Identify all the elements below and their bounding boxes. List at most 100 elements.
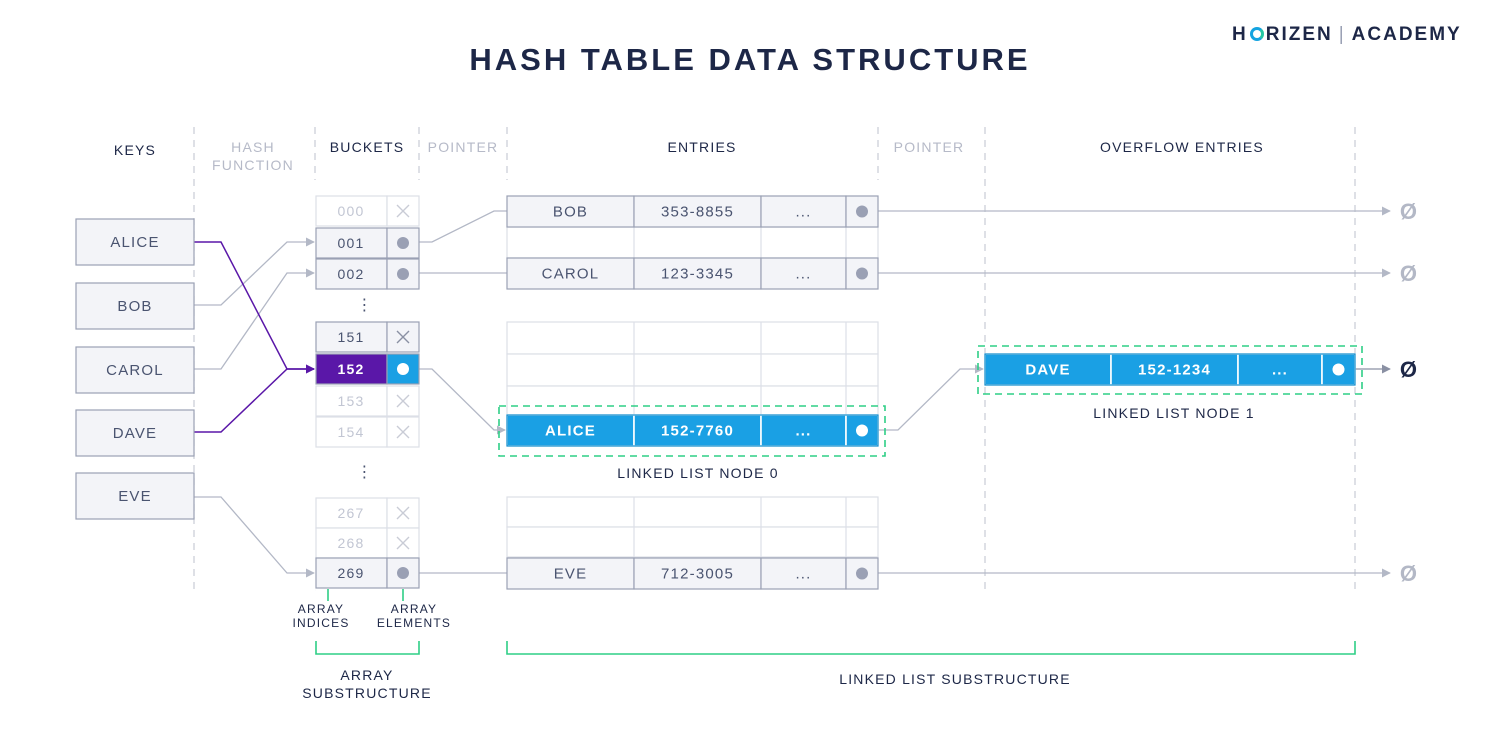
node0-label: LINKED LIST NODE 0 — [617, 465, 778, 481]
node0-outline — [498, 405, 886, 457]
empty-x-icon — [396, 425, 410, 439]
entry-row-phone: 353-8855 — [661, 204, 734, 221]
key-label: BOB — [117, 298, 152, 315]
empty-entry-row — [506, 226, 879, 259]
entry-row-more: ... — [795, 266, 811, 283]
pointer-dot-icon — [856, 267, 868, 280]
entry-row-cell — [506, 557, 635, 590]
bucket-index-label: 002 — [338, 266, 365, 282]
entry-row-name: CAROL — [542, 266, 600, 283]
brand-part-1: H — [1232, 24, 1248, 45]
entry-row-cell — [633, 195, 762, 228]
bucket-index-label: 001 — [338, 235, 365, 251]
null-icon: Ø — [1400, 357, 1418, 382]
array-sub-bracket — [315, 641, 420, 655]
bucket-index-label: 152 — [338, 361, 365, 377]
brand-part-2: RIZEN — [1265, 24, 1333, 45]
entry-row-cell — [506, 257, 635, 290]
bucket-index-label: 154 — [338, 424, 365, 440]
empty-entry-row — [506, 385, 879, 416]
bucket-index-label: 267 — [338, 505, 365, 521]
pointer-dot-icon — [397, 237, 409, 249]
bucket-index-cell — [315, 353, 388, 385]
overflow-row-phone: 152-1234 — [1138, 362, 1211, 379]
key-label: EVE — [118, 488, 152, 505]
linked-list-sub-bracket — [506, 641, 1356, 655]
bucket-index-cell — [315, 416, 388, 448]
pointer-dot-icon — [1332, 363, 1345, 376]
bucket-element-cell — [386, 385, 420, 417]
hash-line-dave — [194, 364, 315, 433]
header-overflow-entries: OVERFLOW ENTRIES — [1100, 139, 1264, 155]
entry-row-more: ... — [795, 204, 811, 221]
key-box — [75, 346, 195, 394]
entry-row-cell — [760, 414, 847, 447]
null-icon: Ø — [1400, 561, 1418, 586]
entry-row-phone: 152-7760 — [661, 423, 734, 440]
hash-line-carol — [194, 268, 315, 370]
brand-separator: | — [1338, 24, 1346, 45]
pointer-dot-icon — [856, 567, 868, 580]
hash-line-eve — [194, 496, 315, 578]
entry-row-phone: 123-3345 — [661, 266, 734, 283]
array-elements-label-1: ARRAY — [391, 602, 437, 616]
column-dividers — [193, 127, 1356, 590]
bucket-ellipsis: ⋮ — [356, 297, 373, 314]
bucket-index-label: 269 — [338, 565, 365, 581]
entry-row-cell — [760, 557, 847, 590]
entry-row-cell — [506, 195, 635, 228]
bucket-index-label: 268 — [338, 535, 365, 551]
entry-row-cell — [760, 257, 847, 290]
empty-x-icon — [396, 506, 410, 520]
entry-row-outline — [506, 414, 879, 447]
bucket-index-cell — [315, 385, 388, 417]
key-box — [75, 282, 195, 330]
bucket-ellipsis: ⋮ — [356, 464, 373, 481]
bucket-index-label: 153 — [338, 393, 365, 409]
header-hash-function-line1: HASH — [231, 139, 275, 155]
pointer-dot-icon — [397, 268, 409, 280]
brand-o-icon — [1249, 27, 1264, 41]
overflow-line-alice — [861, 364, 984, 431]
empty-entry-row — [506, 321, 879, 355]
hash-line-bob — [194, 237, 315, 306]
bucket-index-label: 151 — [338, 329, 365, 345]
null-icon: Ø — [1400, 199, 1418, 224]
entry-row-name: EVE — [554, 566, 588, 583]
empty-x-icon — [396, 394, 410, 408]
brand-logo: H RIZEN|ACADEMY — [1232, 24, 1462, 46]
pointer-dot-icon — [397, 567, 409, 579]
bucket-index-cell — [315, 321, 388, 353]
header-pointer-1: POINTER — [428, 139, 499, 155]
array-indices-label-1: ARRAY — [298, 602, 344, 616]
bucket-index-cell — [315, 557, 388, 589]
null-icon: Ø — [1400, 261, 1418, 286]
node1-outline — [977, 345, 1363, 395]
pointer-dot-icon — [397, 363, 409, 375]
key-box — [75, 409, 195, 457]
array-sub-label-1: ARRAY — [340, 667, 393, 683]
overflow-row-more: ... — [1272, 362, 1288, 379]
key-label: CAROL — [106, 362, 164, 379]
brand-part-3: ACADEMY — [1351, 24, 1462, 45]
column-headers: KEYS HASH FUNCTION BUCKETS POINTER ENTRI… — [114, 139, 1264, 173]
key-box — [75, 472, 195, 520]
header-keys: KEYS — [114, 142, 156, 158]
header-entries: ENTRIES — [667, 139, 736, 155]
array-elements-label-2: ELEMENTS — [377, 616, 451, 630]
empty-x-icon — [396, 204, 410, 218]
array-indices-label-2: INDICES — [292, 616, 349, 630]
pointer-dot-icon — [856, 205, 868, 218]
header-hash-function-line2: FUNCTION — [212, 157, 294, 173]
key-label: ALICE — [110, 234, 159, 251]
entry-row-more: ... — [795, 566, 811, 583]
entry-row-name: BOB — [553, 204, 588, 221]
entry-row-more: ... — [795, 423, 811, 440]
key-box — [75, 218, 195, 266]
entry-row-phone: 712-3005 — [661, 566, 734, 583]
